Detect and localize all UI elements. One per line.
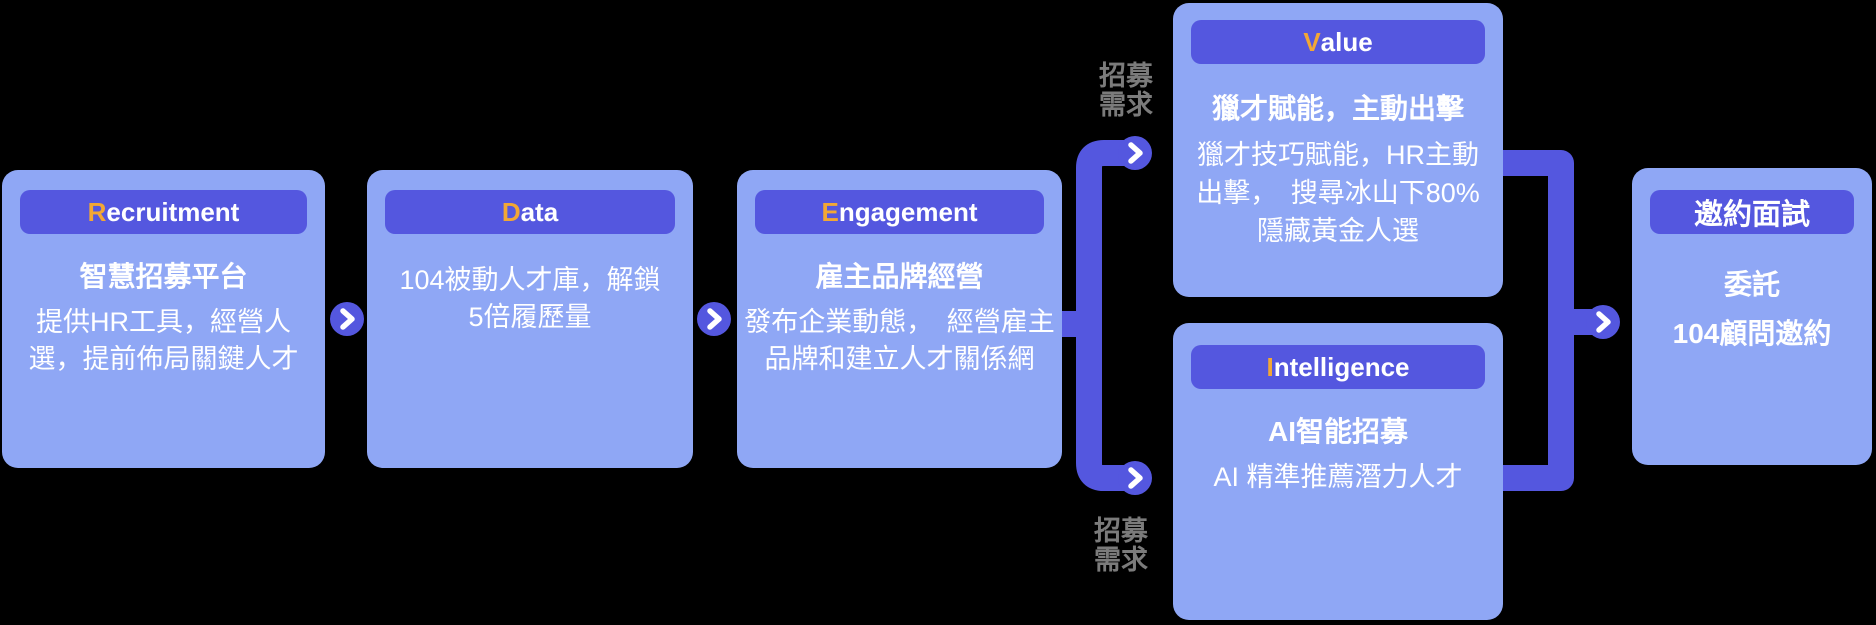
body-line: 隱藏黃金人選 — [1257, 216, 1419, 246]
branch-label-line: 需求 — [1094, 545, 1148, 575]
arrow-right-icon — [697, 302, 731, 336]
arrow-right-icon — [1118, 136, 1152, 170]
card-data-body: 104被動人才庫，解鎖 5倍履歷量 — [367, 262, 693, 336]
body-line: AI 精準推薦潛力人才 — [1213, 462, 1463, 492]
card-value-title: 獵才賦能，主動出擊 — [1211, 93, 1464, 124]
card-intelligence-title: AI智能招募 — [1267, 416, 1408, 447]
branch-label-top: 招募 需求 — [1097, 62, 1155, 120]
card-value-body: 獵才技巧賦能，HR主動 出擊， 搜尋冰山下80% 隱藏黃金人選 — [1173, 136, 1503, 250]
header-rest: alue — [1320, 26, 1373, 57]
body-line: 104被動人才庫，解鎖 — [399, 265, 661, 295]
branch-label-line: 需求 — [1099, 90, 1153, 120]
header-accent-letter: E — [821, 196, 839, 227]
body-line: 委託 — [1723, 269, 1780, 300]
branch-label-bottom: 招募 需求 — [1092, 517, 1150, 575]
header-accent-letter: R — [87, 196, 107, 227]
branch-label-line: 招募 — [1099, 61, 1153, 91]
card-interview-invite-body: 委託 104顧問邀約 — [1632, 260, 1872, 358]
card-recruitment-title: 智慧招募平台 — [79, 261, 248, 292]
card-engagement-body: 發布企業動態， 經營雇主 品牌和建立人才關係網 — [737, 304, 1062, 378]
body-line: 發布企業動態， 經營雇主 — [744, 307, 1055, 337]
body-line: 104顧問邀約 — [1672, 318, 1832, 349]
body-line: 提供HR工具，經營人 — [36, 307, 291, 337]
body-line: 出擊， 搜尋冰山下80% — [1196, 178, 1480, 208]
body-line: 獵才技巧賦能，HR主動 — [1197, 140, 1479, 170]
body-line: 5倍履歷量 — [468, 302, 592, 332]
header-accent-letter: D — [501, 196, 521, 227]
body-line: 選，提前佈局關鍵人才 — [28, 344, 299, 374]
arrow-right-icon — [1586, 305, 1620, 339]
branch-label-line: 招募 — [1094, 516, 1148, 546]
branch-split-connector — [1076, 140, 1135, 491]
body-line: 品牌和建立人才關係網 — [764, 344, 1035, 374]
arrow-right-icon — [1118, 461, 1152, 495]
card-engagement-title: 雇主品牌經營 — [815, 261, 984, 292]
card-intelligence-body: AI 精準推薦潛力人才 — [1173, 459, 1503, 496]
header-rest: 邀約面試 — [1693, 199, 1810, 231]
card-interview-invite: 邀約面試 委託 104顧問邀約 — [1632, 168, 1872, 465]
header-rest: ata — [520, 196, 559, 227]
header-accent-letter: I — [1266, 351, 1274, 382]
header-rest: ecruitment — [106, 196, 240, 227]
arrow-right-icon — [330, 302, 364, 336]
card-recruitment-body: 提供HR工具，經營人 選，提前佈局關鍵人才 — [2, 304, 325, 378]
header-rest: ntelligence — [1273, 351, 1410, 382]
header-rest: ngagement — [838, 196, 978, 227]
header-accent-letter: V — [1303, 26, 1321, 57]
card-interview-invite-header: 邀約面試 — [1650, 190, 1854, 234]
merge-bracket-connector — [1503, 150, 1574, 491]
